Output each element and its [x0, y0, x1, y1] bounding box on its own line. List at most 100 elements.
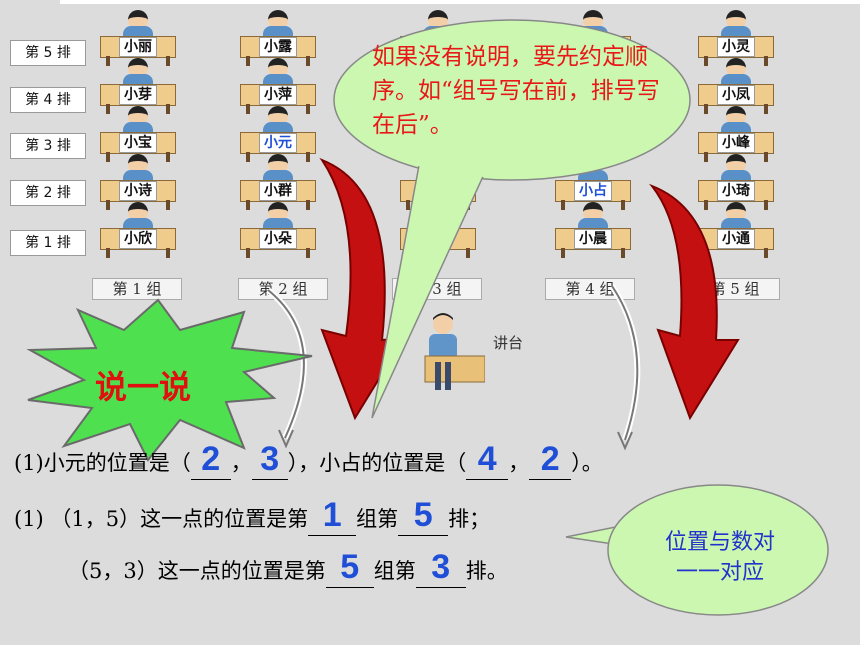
- seat-group2-row2: 小群: [240, 154, 316, 210]
- desk-leg: [704, 200, 708, 210]
- desk-leg: [246, 248, 250, 258]
- note-line-1: 位置与数对: [664, 530, 775, 555]
- seat-group2-row3: 小元: [240, 106, 316, 162]
- desk-leg: [764, 248, 768, 258]
- thin-arrow-left-head: [278, 429, 294, 449]
- podium-label: 讲台: [493, 334, 524, 352]
- q2-mid: 组第: [356, 507, 399, 531]
- q1-answer-4: 2: [540, 440, 560, 478]
- student-head: [128, 202, 148, 222]
- seat-group1-row1: 小欣: [100, 202, 176, 258]
- desk-leg: [246, 56, 250, 66]
- desk-leg: [306, 56, 310, 66]
- desk: 小琦: [698, 180, 774, 202]
- q3-prefix: （5，3）这一点的位置是第: [68, 559, 326, 583]
- seat-group5-row3: 小峰: [698, 106, 774, 162]
- desk-leg: [621, 200, 625, 210]
- q1-answer-3: 4: [477, 440, 497, 478]
- note-line-2: 一一对应: [675, 560, 764, 585]
- student-head: [268, 154, 288, 174]
- student-name: 小欣: [119, 229, 157, 249]
- desk-leg: [764, 200, 768, 210]
- student-head: [128, 106, 148, 126]
- q1-mid: ），小占的位置是（: [287, 451, 467, 475]
- q2-answer-1: 1: [322, 496, 342, 534]
- desk: 小丽: [100, 36, 176, 58]
- student-name: 小元: [259, 133, 297, 153]
- desk: 小凤: [698, 84, 774, 106]
- student-head: [726, 202, 746, 222]
- student-head: [726, 58, 746, 78]
- student-head: [726, 10, 746, 30]
- student-name: 小琦: [717, 181, 755, 201]
- student-head: [268, 106, 288, 126]
- student-head: [726, 154, 746, 174]
- desk: 小晨: [555, 228, 631, 250]
- desk: 小朵: [240, 228, 316, 250]
- student-name: 小占: [574, 181, 612, 201]
- top-border: [60, 0, 860, 4]
- desk: 小萍: [240, 84, 316, 106]
- desk-leg: [106, 200, 110, 210]
- seat-group5-row1: 小通: [698, 202, 774, 258]
- seat-group1-row5: 小丽: [100, 10, 176, 66]
- group-label-1: 第 1 组: [92, 278, 182, 300]
- desk-leg: [246, 104, 250, 114]
- q2-prefix: (1) （1，5）这一点的位置是第: [14, 507, 309, 531]
- desk-leg: [246, 152, 250, 162]
- seat-group5-row4: 小凤: [698, 58, 774, 114]
- student-head: [583, 10, 603, 30]
- student-head: [428, 10, 448, 30]
- q1-prefix: (1)小元的位置是（: [14, 451, 191, 475]
- row-label-5: 第 5 排: [10, 40, 86, 66]
- q1-answer-1: 2: [201, 440, 221, 478]
- q3-mid: 组第: [373, 559, 416, 583]
- desk-leg: [166, 104, 170, 114]
- student-name: 小峰: [717, 133, 755, 153]
- student-head: [268, 202, 288, 222]
- student-head: [128, 10, 148, 30]
- desk-leg: [106, 152, 110, 162]
- desk-leg: [764, 152, 768, 162]
- speech-bubble-tail: [371, 159, 488, 419]
- student-name: 小诗: [119, 181, 157, 201]
- desk: 小露: [240, 36, 316, 58]
- student-name: 小通: [717, 229, 755, 249]
- student-name: 小凤: [717, 85, 755, 105]
- desk-leg: [306, 248, 310, 258]
- desk-leg: [621, 248, 625, 258]
- burst-text: 说一说: [95, 368, 192, 406]
- q1-comma-1: ，: [230, 451, 252, 475]
- seat-group1-row2: 小诗: [100, 154, 176, 210]
- student-name: 小萍: [259, 85, 297, 105]
- desk: 小宝: [100, 132, 176, 154]
- desk: 小芽: [100, 84, 176, 106]
- student-name: 小宝: [119, 133, 157, 153]
- student-head: [128, 58, 148, 78]
- q1-suffix: ）。: [571, 451, 603, 475]
- desk: 小诗: [100, 180, 176, 202]
- student-name: 小晨: [574, 229, 612, 249]
- seat-group4-row1: 小晨: [555, 202, 631, 258]
- red-arrow-right: [648, 183, 740, 421]
- student-head: [268, 58, 288, 78]
- q3-answer-2: 3: [431, 548, 451, 586]
- question-3: （5，3）这一点的位置是第 5 组第 3 排。: [68, 548, 508, 588]
- desk-leg: [561, 200, 565, 210]
- desk: 小欣: [100, 228, 176, 250]
- desk-leg: [106, 104, 110, 114]
- note-bubble-shape: [607, 484, 829, 616]
- q3-answer-1: 5: [340, 548, 360, 586]
- seat-group2-row5: 小露: [240, 10, 316, 66]
- desk: 小峰: [698, 132, 774, 154]
- desk-leg: [166, 248, 170, 258]
- group-label-2: 第 2 组: [238, 278, 328, 300]
- desk-leg: [764, 56, 768, 66]
- speech-bubble-text: 如果没有说明，要先约定顺序。如“组号写在前，排号写在后”。: [372, 44, 660, 138]
- desk-leg: [166, 56, 170, 66]
- desk-leg: [704, 56, 708, 66]
- desk-leg: [306, 200, 310, 210]
- desk-leg: [166, 200, 170, 210]
- q3-suffix: 排。: [465, 559, 508, 583]
